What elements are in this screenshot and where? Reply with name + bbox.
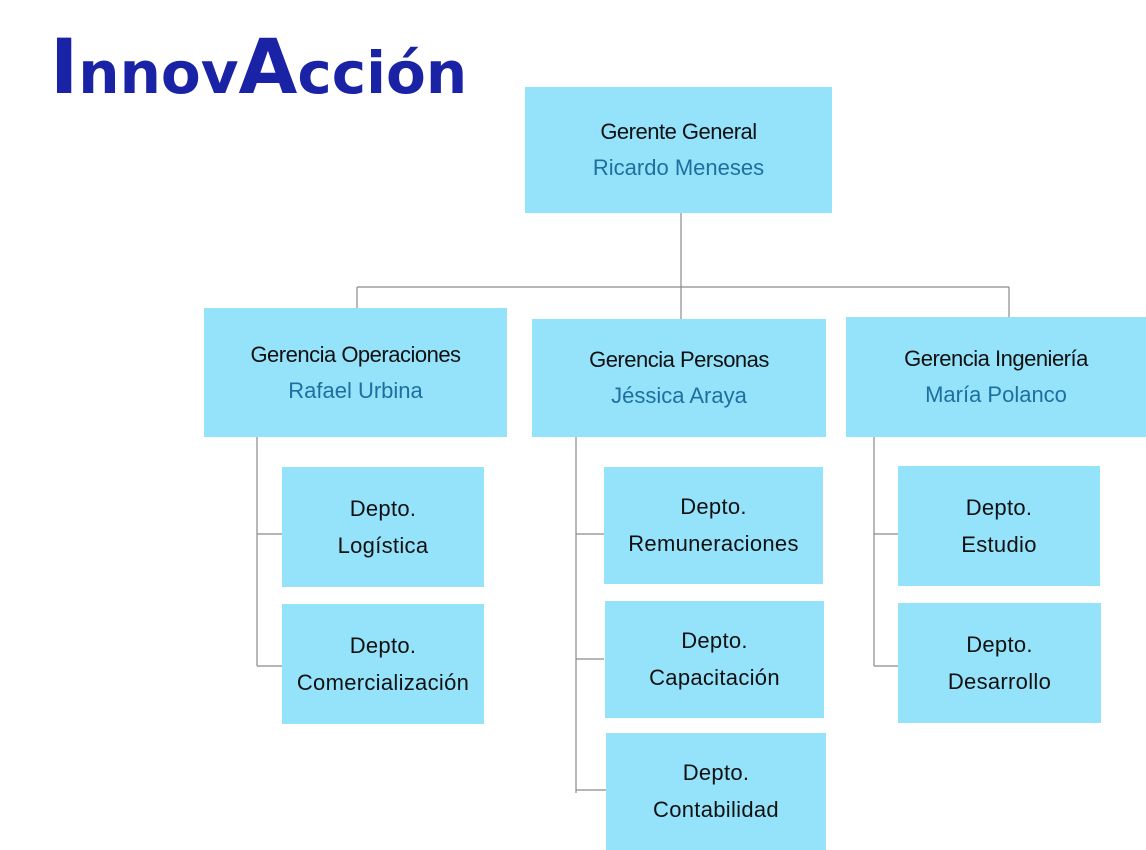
node-title: Gerente General [600,119,757,144]
node-dept-prefix: Depto. [965,494,1033,520]
node-title: Gerencia Operaciones [250,341,461,367]
node-dept-prefix: Depto. [681,628,748,653]
node-dept-name: Capacitación [649,665,780,690]
node-depto-remuneraciones: Depto. Remuneraciones [604,467,823,584]
logo-initial-a: A [238,22,298,111]
node-dept-prefix: Depto. [349,632,417,658]
company-logo: InnovAcción [50,22,467,118]
node-dept-name: Desarrollo [947,668,1052,694]
node-title: Gerencia Ingeniería [904,346,1088,371]
node-gerencia-ingenieria: Gerencia Ingeniería María Polanco [846,317,1146,437]
node-depto-desarrollo: Depto. Desarrollo [898,603,1101,723]
node-dept-name: Logística [337,532,429,558]
node-gerencia-personas: Gerencia Personas Jéssica Araya [532,319,826,437]
node-dept-name: Comercialización [296,669,470,695]
logo-text-part1: nnov [78,39,239,107]
node-person-name: Rafael Urbina [288,377,423,403]
node-gerencia-operaciones: Gerencia Operaciones Rafael Urbina [204,308,507,437]
node-depto-estudio: Depto. Estudio [898,466,1100,586]
logo-text-part2: cción [297,39,468,107]
node-dept-name: Contabilidad [653,797,779,822]
node-dept-prefix: Depto. [682,760,750,785]
logo-initial-i: I [50,22,79,111]
node-dept-name: Remuneraciones [628,531,799,556]
node-dept-name: Estudio [961,531,1037,557]
node-dept-prefix: Depto. [966,631,1033,657]
node-gerente-general: Gerente General Ricardo Meneses [525,87,832,213]
node-depto-contabilidad: Depto. Contabilidad [606,733,826,850]
node-title: Gerencia Personas [589,347,769,372]
node-dept-prefix: Depto. [349,495,417,521]
node-depto-capacitacion: Depto. Capacitación [605,601,824,718]
node-depto-comercializacion: Depto. Comercialización [282,604,484,724]
node-depto-logistica: Depto. Logística [282,467,484,587]
node-dept-prefix: Depto. [680,494,747,519]
node-person-name: Jéssica Araya [611,383,747,408]
node-person-name: María Polanco [925,382,1067,407]
node-person-name: Ricardo Meneses [592,155,765,180]
